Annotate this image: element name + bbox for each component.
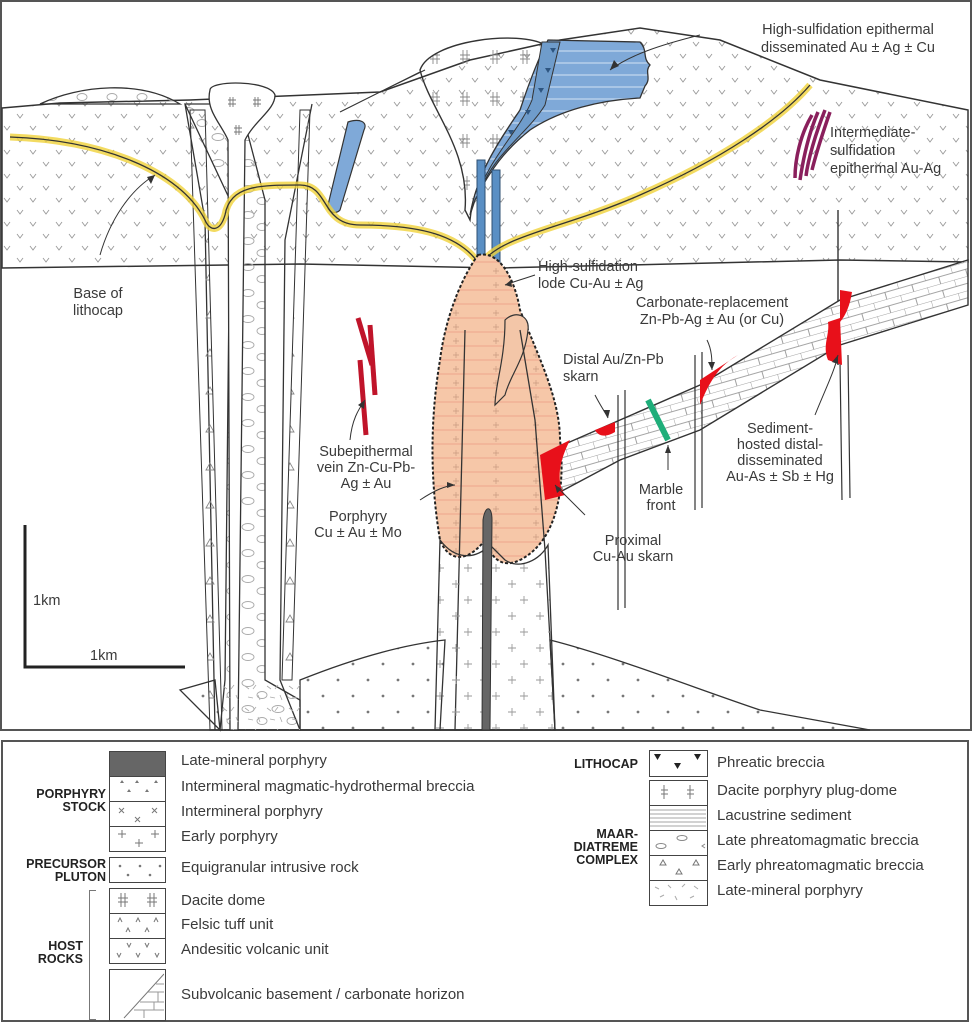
swatch-late-phreatomagmatic — [649, 830, 708, 856]
label-distal-skarn-1: Distal Au/Zn-Pb — [563, 352, 664, 368]
label-porphyry-2: Cu ± Au ± Mo — [314, 525, 402, 541]
legend-group-precursor-pluton: PRECURSOR PLUTON — [26, 857, 106, 884]
label-sediment-hosted-3: disseminated — [737, 453, 822, 469]
label-marble-front-1: Marble — [639, 482, 683, 498]
label-carbonate-replacement-2: Zn-Pb-Ag ± Au (or Cu) — [640, 312, 784, 328]
label-is-epithermal-3: epithermal Au-Ag — [830, 161, 941, 177]
label-porphyry-1: Porphyry — [329, 509, 388, 525]
maar-crater-fill — [39, 87, 183, 105]
equigranular-pluton — [178, 639, 871, 732]
intermediate-sulfidation-veins — [793, 109, 832, 181]
swatch-intermineral-porphyry — [109, 801, 166, 827]
dacite-plug-dome-left — [208, 82, 276, 731]
legend-group-lithocap: LITHOCAP — [574, 757, 638, 771]
legend-label-late-mineral-porphyry-md: Late-mineral porphyry — [717, 882, 863, 899]
label-hs-lode-2: lode Cu-Au ± Ag — [538, 276, 644, 292]
label-base-lithocap-2: lithocap — [73, 303, 123, 319]
legend-label-subvolcanic-basement: Subvolcanic basement / carbonate horizon — [181, 986, 465, 1003]
swatch-subvolcanic-basement — [109, 969, 166, 1021]
legend-label-late-mineral-porphyry: Late-mineral porphyry — [181, 752, 327, 769]
label-proximal-skarn-2: Cu-Au skarn — [593, 549, 674, 565]
swatch-early-porphyry — [109, 826, 166, 852]
swatch-intermineral-breccia — [109, 776, 166, 802]
legend-label-early-porphyry: Early porphyry — [181, 828, 278, 845]
label-sediment-hosted-1: Sediment- — [747, 421, 813, 437]
marble-front-line — [645, 398, 671, 442]
high-sulfidation-disseminated-zone — [469, 39, 651, 216]
label-proximal-skarn-1: Proximal — [605, 533, 661, 549]
legend-label-andesitic-volcanic: Andesitic volcanic unit — [181, 941, 329, 958]
scale-bar — [23, 525, 185, 669]
carbonate-horizon — [539, 259, 969, 502]
legend-label-felsic-tuff: Felsic tuff unit — [181, 916, 274, 933]
cross-section-diagram: 1km 1km High-sulfidation epithermal diss… — [0, 0, 972, 732]
label-subepithermal-2: vein Zn-Cu-Pb- — [317, 460, 415, 476]
label-is-epithermal-1: Intermediate- — [830, 125, 916, 141]
swatch-felsic-tuff — [109, 913, 166, 939]
label-hs-epithermal-1: High-sulfidation epithermal — [762, 22, 934, 38]
label-marble-front-2: front — [646, 498, 675, 514]
distal-skarn-body — [595, 422, 615, 436]
swatch-late-mineral-porphyry — [109, 751, 166, 777]
intermineral-breccia-body — [494, 314, 529, 407]
early-porphyry-stock-lower — [434, 538, 556, 731]
subepithermal-vein-group — [355, 317, 378, 436]
swatch-lacustrine-sediment — [649, 805, 708, 831]
leader-arrowheads — [147, 60, 838, 493]
proximal-cu-au-skarn — [540, 440, 570, 500]
swatch-dacite-plug-dome — [649, 780, 708, 806]
diatreme-late-porphyry — [220, 680, 300, 730]
legend-label-late-phreatomagmatic: Late phreatomagmatic breccia — [717, 832, 919, 849]
legend-label-phreatic-breccia: Phreatic breccia — [717, 754, 825, 771]
legend-label-intermineral-porphyry: Intermineral porphyry — [181, 803, 323, 820]
carbonate-replacement-body — [700, 355, 738, 405]
scale-vertical-label: 1km — [33, 593, 60, 609]
swatch-phreatic-breccia — [649, 750, 708, 777]
late-mineral-porphyry-dike — [481, 508, 493, 731]
label-subepithermal-3: Ag ± Au — [341, 476, 392, 492]
fault-middle — [617, 390, 626, 610]
legend-group-host-rocks: HOST ROCKS — [37, 939, 83, 966]
legend-label-intermineral-breccia: Intermineral magmatic-hydrothermal brecc… — [181, 778, 475, 795]
legend-label-equigranular: Equigranular intrusive rock — [181, 859, 359, 876]
legend-label-lacustrine: Lacustrine sediment — [717, 807, 852, 824]
sediment-hosted-body-2 — [840, 290, 852, 322]
swatch-equigranular-intrusive — [109, 857, 166, 883]
legend-group-maar-diatreme: MAAR- DIATREME COMPLEX — [573, 827, 638, 867]
label-hs-lode-1: High-sulfidation — [538, 259, 638, 275]
fault-right-lower — [839, 354, 851, 501]
legend-label-early-phreatomagmatic: Early phreatomagmatic breccia — [717, 857, 924, 874]
swatch-early-phreatomagmatic — [649, 855, 708, 881]
legend-label-dacite-dome: Dacite dome — [181, 892, 266, 909]
scale-horizontal-label: 1km — [90, 648, 117, 664]
label-subepithermal-1: Subepithermal — [319, 444, 413, 460]
sediment-hosted-body-1 — [825, 318, 842, 365]
legend-group-porphyry-stock: PORPHYRY STOCK — [36, 787, 106, 814]
label-is-epithermal-2: sulfidation — [830, 143, 895, 159]
dome-flank-line — [339, 69, 426, 113]
label-distal-skarn-2: skarn — [563, 369, 598, 385]
host-rocks-bracket — [89, 890, 96, 1020]
fault-right-mid — [694, 352, 703, 510]
label-carbonate-replacement-1: Carbonate-replacement — [636, 295, 788, 311]
swatch-andesitic-volcanic — [109, 938, 166, 964]
label-sediment-hosted-2: hosted distal- — [737, 437, 823, 453]
swatch-late-mineral-porphyry-md — [649, 880, 708, 906]
label-base-lithocap-1: Base of — [73, 286, 123, 302]
label-sediment-hosted-4: Au-As ± Sb ± Hg — [726, 469, 834, 485]
label-hs-epithermal-2: disseminated Au ± Ag ± Cu — [761, 40, 935, 56]
legend: PORPHYRY STOCK PRECURSOR PLUTON HOST ROC… — [1, 740, 969, 1022]
swatch-dacite-dome — [109, 888, 166, 914]
legend-label-dacite-plug-dome: Dacite porphyry plug-dome — [717, 782, 898, 799]
plug-hash-marks — [228, 97, 261, 135]
